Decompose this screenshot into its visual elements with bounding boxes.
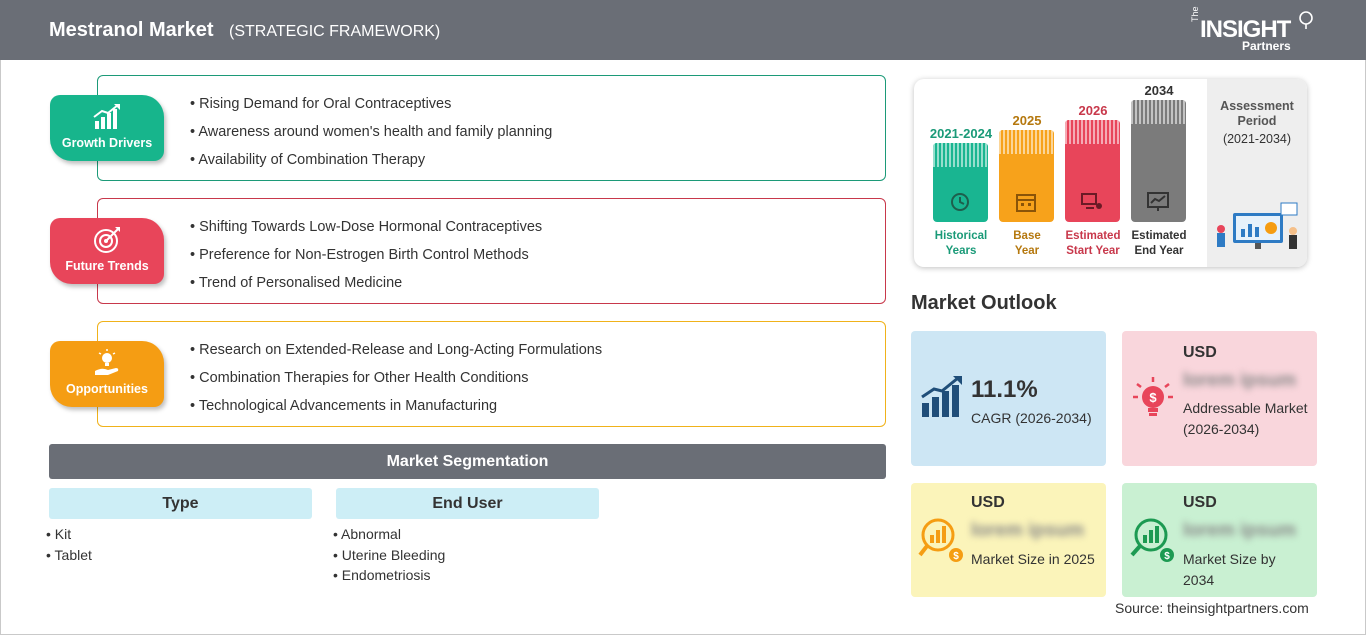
opportunities-list: Research on Extended-Release and Long-Ac…: [190, 336, 602, 420]
list-item: Preference for Non-Estrogen Birth Contro…: [190, 241, 542, 269]
timeline-year: 2021-2024: [929, 126, 993, 141]
list-item: Shifting Towards Low-Dose Hormonal Contr…: [190, 213, 542, 241]
list-item: Awareness around women's health and fami…: [190, 118, 552, 146]
list-item: Technological Advancements in Manufactur…: [190, 392, 602, 420]
logo-the: The: [1190, 6, 1200, 22]
header-banner: Mestranol Market (STRATEGIC FRAMEWORK) T…: [0, 0, 1366, 60]
list-item: Research on Extended-Release and Long-Ac…: [190, 336, 602, 364]
opportunities-card: Research on Extended-Release and Long-Ac…: [97, 321, 886, 427]
magnifier-chart-icon: $: [1130, 518, 1174, 562]
logo-lightbulb-icon: [1299, 11, 1313, 29]
end-user-list: Abnormal Uterine Bleeding Endometriosis: [333, 524, 445, 586]
timeline-year: 2026: [1078, 103, 1108, 118]
growth-drivers-card: Rising Demand for Oral Contraceptives Aw…: [97, 75, 886, 181]
cagr-value: 11.1%: [971, 376, 1038, 403]
growth-chart-icon: [921, 376, 962, 417]
timeline-bar: [1131, 100, 1186, 222]
growth-drivers-list: Rising Demand for Oral Contraceptives Aw…: [190, 90, 552, 174]
market-size-2025-card: USD lorem ipsum $ Market Size in 2025: [911, 483, 1106, 597]
analytics-people-icon: [1217, 202, 1298, 249]
cagr-card: 11.1% CAGR (2026-2034): [911, 331, 1106, 466]
size-2025-currency: USD: [971, 494, 1005, 511]
timeline-year: 2034: [1144, 83, 1174, 98]
growth-drivers-label: Growth Drivers: [61, 136, 153, 150]
magnifier-chart-icon: $: [918, 518, 963, 562]
future-trends-list: Shifting Towards Low-Dose Hormonal Contr…: [190, 213, 542, 297]
future-trends-label: Future Trends: [65, 259, 149, 273]
assessment-title: Assessment Period: [1220, 99, 1294, 128]
logo-insight: INSIGHT: [1200, 16, 1291, 43]
opportunities-label: Opportunities: [66, 382, 148, 396]
list-item: Combination Therapies for Other Health C…: [190, 364, 602, 392]
svg-text:$: $: [1149, 390, 1157, 405]
list-item: Kit: [46, 524, 92, 545]
addressable-market-card: USD lorem ipsum $ Addressable Market (20…: [1122, 331, 1317, 466]
timeline-label-line2: Start Year: [1066, 245, 1120, 257]
list-item: Uterine Bleeding: [333, 545, 446, 566]
size-2034-value: lorem ipsum: [1183, 520, 1296, 541]
growth-drivers-badge: Growth Drivers: [50, 95, 164, 161]
addressable-label: Addressable Market (2026-2034): [1183, 400, 1308, 437]
market-size-2034-card: USD lorem ipsum $ Market Size by 2034: [1122, 483, 1317, 597]
growth-chart-icon: [93, 104, 120, 129]
timeline-label-line2: Years: [945, 245, 977, 257]
size-2025-label: Market Size in 2025: [971, 551, 1095, 567]
timeline-bar: [933, 143, 988, 222]
bar-stripes: [1065, 120, 1120, 144]
timeline-label-line2: End Year: [1134, 245, 1184, 257]
type-list: Kit Tablet: [46, 524, 92, 565]
source-note: Source: theinsightpartners.com: [1115, 600, 1309, 616]
market-outlook-title: Market Outlook: [911, 292, 1057, 314]
assessment-period-panel: Assessment Period (2021-2034): [1207, 79, 1307, 267]
svg-text:$: $: [1164, 551, 1170, 562]
list-item: Tablet: [46, 545, 92, 566]
market-segmentation-header: Market Segmentation: [49, 444, 886, 479]
list-item: Endometriosis: [333, 565, 445, 586]
page-title: Mestranol Market: [49, 19, 214, 41]
future-trends-badge: Future Trends: [50, 218, 164, 284]
bar-stripes: [933, 143, 988, 167]
monitor-chart-icon: [1147, 192, 1169, 211]
insight-partners-logo[interactable]: The INSIGHT Partners: [1190, 6, 1320, 54]
list-item: Rising Demand for Oral Contraceptives: [190, 90, 552, 118]
list-item: Trend of Personalised Medicine: [190, 269, 542, 297]
addressable-currency: USD: [1183, 344, 1217, 361]
future-trends-card: Shifting Towards Low-Dose Hormonal Contr…: [97, 198, 886, 304]
addressable-value: lorem ipsum: [1183, 370, 1296, 391]
timeline-label-line1: Base: [1013, 230, 1041, 242]
list-item: Abnormal: [333, 524, 445, 545]
page-subtitle: (STRATEGIC FRAMEWORK): [229, 23, 441, 40]
size-2025-value: lorem ipsum: [971, 520, 1084, 541]
list-item: Availability of Combination Therapy: [190, 146, 552, 174]
bar-stripes: [999, 130, 1054, 154]
type-heading: Type: [49, 488, 312, 519]
timeline-label-line2: Year: [1014, 245, 1040, 257]
cagr-label: CAGR (2026-2034): [971, 410, 1092, 426]
timeline-label-line1: Estimated: [1065, 230, 1121, 242]
timeline-year: 2025: [1012, 113, 1042, 128]
svg-text:$: $: [953, 551, 959, 562]
timeline-label-line1: Historical: [934, 230, 988, 242]
lightbulb-dollar-icon: $: [1133, 377, 1173, 416]
size-2034-currency: USD: [1183, 494, 1217, 511]
lightbulb-hand-icon: [95, 349, 119, 375]
target-icon: [94, 227, 120, 253]
timeline-label-line1: Estimated: [1131, 230, 1187, 242]
logo-partners: Partners: [1242, 39, 1291, 53]
calendar-icon: [1016, 194, 1036, 212]
bar-stripes: [1131, 100, 1186, 124]
presentation-icon: [1081, 193, 1102, 209]
assessment-period: (2021-2034): [1222, 132, 1292, 146]
history-icon: [951, 193, 969, 211]
opportunities-badge: Opportunities: [50, 341, 164, 407]
timeline-bar: [999, 130, 1054, 222]
size-2034-label: Market Size by 2034: [1183, 551, 1276, 588]
end-user-heading: End User: [336, 488, 599, 519]
timeline-bar: [1065, 120, 1120, 222]
